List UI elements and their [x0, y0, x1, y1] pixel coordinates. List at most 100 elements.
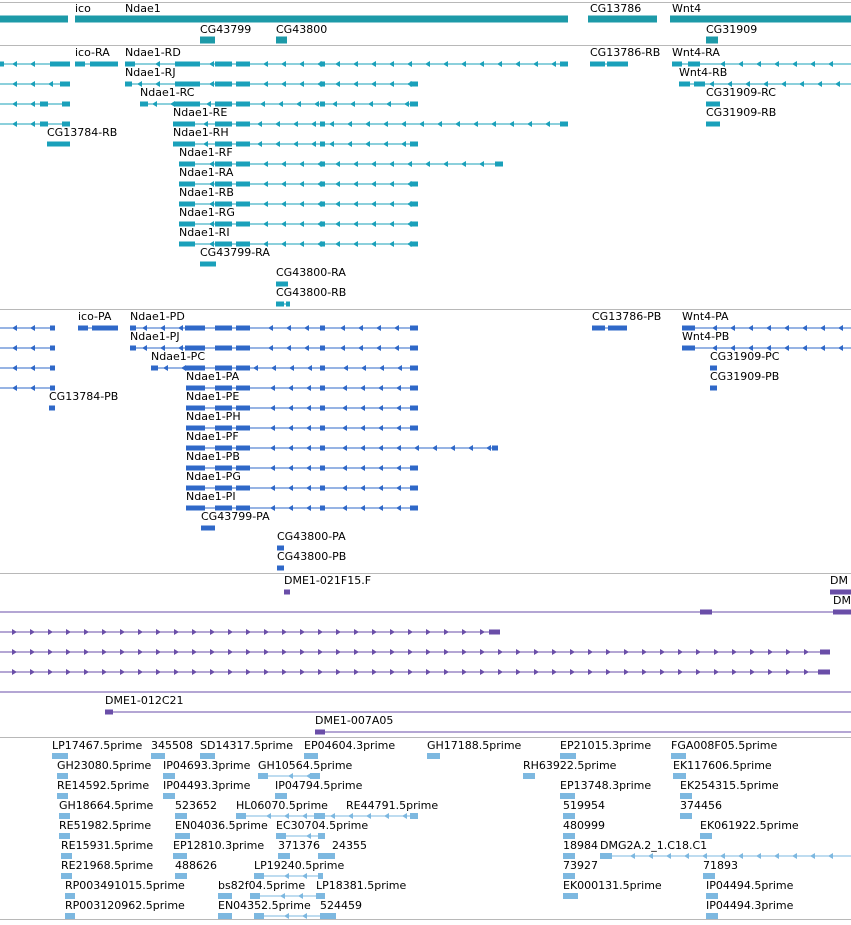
feature-label[interactable]: IP04794.5prime	[275, 779, 363, 792]
feature-exon[interactable]	[410, 813, 418, 819]
feature-exon[interactable]	[410, 81, 418, 87]
feature-label[interactable]: RP003491015.5prime	[65, 879, 185, 892]
feature-exon[interactable]	[316, 893, 325, 899]
feature-label[interactable]: CG43800	[276, 23, 327, 36]
feature-exon[interactable]	[215, 445, 232, 451]
feature-exon[interactable]	[706, 101, 720, 107]
feature-label[interactable]: EP21015.3prime	[560, 739, 651, 752]
feature-exon[interactable]	[236, 485, 250, 491]
feature-exon[interactable]	[215, 405, 232, 411]
feature-label[interactable]: RE15931.5prime	[61, 839, 153, 852]
feature-exon[interactable]	[830, 589, 851, 595]
feature-exon[interactable]	[215, 345, 232, 351]
feature-label[interactable]: DM	[830, 574, 848, 587]
feature-label[interactable]: 488626	[175, 859, 217, 872]
feature-label[interactable]: GH10564.5prime	[258, 759, 353, 772]
feature-exon[interactable]	[215, 161, 232, 167]
feature-exon[interactable]	[320, 181, 325, 187]
feature-label[interactable]: Wnt4-PA	[682, 310, 729, 323]
feature-exon[interactable]	[410, 201, 418, 207]
feature-exon[interactable]	[236, 405, 250, 411]
feature-exon[interactable]	[318, 873, 323, 879]
feature-exon[interactable]	[671, 753, 686, 759]
feature-exon[interactable]	[50, 325, 55, 331]
feature-label[interactable]: CG43800-PB	[277, 550, 346, 563]
feature-exon[interactable]	[236, 141, 250, 147]
feature-label[interactable]: CG31909-PC	[710, 350, 780, 363]
feature-exon[interactable]	[706, 913, 718, 919]
feature-exon[interactable]	[40, 101, 48, 107]
feature-exon[interactable]	[236, 345, 250, 351]
feature-label[interactable]: Ndae1-RG	[179, 206, 235, 219]
feature-label[interactable]: LP17467.5prime	[52, 739, 143, 752]
feature-exon[interactable]	[563, 893, 578, 899]
feature-exon[interactable]	[560, 121, 568, 127]
feature-exon[interactable]	[320, 201, 325, 207]
feature-exon[interactable]	[304, 753, 318, 759]
feature-label[interactable]: Ndae1-RE	[173, 106, 227, 119]
feature-exon[interactable]	[410, 325, 418, 331]
feature-exon[interactable]	[173, 121, 195, 127]
feature-exon[interactable]	[563, 853, 575, 859]
feature-exon[interactable]	[318, 833, 325, 839]
feature-label[interactable]: Ndae1-PH	[186, 410, 241, 423]
feature-exon[interactable]	[215, 181, 232, 187]
feature-exon[interactable]	[105, 709, 113, 715]
feature-exon[interactable]	[186, 445, 205, 451]
feature-label[interactable]: GH23080.5prime	[57, 759, 152, 772]
feature-label[interactable]: Ndae1-PJ	[130, 330, 180, 343]
feature-exon[interactable]	[679, 81, 690, 87]
feature-label[interactable]: IP04494.5prime	[706, 879, 794, 892]
feature-exon[interactable]	[236, 365, 250, 371]
feature-exon[interactable]	[495, 161, 503, 167]
feature-exon[interactable]	[818, 669, 830, 675]
feature-exon[interactable]	[254, 913, 264, 919]
feature-exon[interactable]	[215, 365, 232, 371]
feature-label[interactable]: CG43800-RB	[276, 286, 346, 299]
feature-exon[interactable]	[215, 201, 232, 207]
feature-exon[interactable]	[680, 813, 692, 819]
feature-label[interactable]: DM	[833, 594, 851, 607]
feature-label[interactable]: CG43799	[200, 23, 251, 36]
feature-exon[interactable]	[236, 101, 250, 107]
feature-exon[interactable]	[59, 833, 70, 839]
feature-label[interactable]: LP18381.5prime	[316, 879, 407, 892]
feature-label[interactable]: 71893	[703, 859, 738, 872]
feature-exon[interactable]	[673, 773, 686, 779]
feature-exon[interactable]	[215, 221, 232, 227]
feature-exon[interactable]	[215, 385, 232, 391]
feature-label[interactable]: EP04604.3prime	[304, 739, 395, 752]
feature-exon[interactable]	[236, 241, 250, 247]
feature-exon[interactable]	[75, 15, 568, 23]
feature-exon[interactable]	[680, 793, 692, 799]
feature-label[interactable]: ico-RA	[75, 46, 110, 59]
feature-exon[interactable]	[179, 241, 195, 247]
feature-exon[interactable]	[65, 913, 75, 919]
feature-exon[interactable]	[590, 61, 605, 67]
feature-exon[interactable]	[215, 325, 232, 331]
feature-exon[interactable]	[90, 61, 118, 67]
feature-exon[interactable]	[78, 325, 88, 331]
feature-label[interactable]: CG13784-RB	[47, 126, 117, 139]
feature-exon[interactable]	[49, 405, 55, 411]
feature-label[interactable]: Ndae1-RI	[179, 226, 230, 239]
feature-exon[interactable]	[276, 833, 286, 839]
feature-exon[interactable]	[700, 609, 712, 615]
feature-label[interactable]: CG43799-PA	[201, 510, 270, 523]
feature-label[interactable]: Ndae1-RF	[179, 146, 233, 159]
feature-label[interactable]: EP12810.3prime	[173, 839, 264, 852]
feature-exon[interactable]	[410, 405, 418, 411]
feature-label[interactable]: EK254315.5prime	[680, 779, 779, 792]
feature-exon[interactable]	[688, 61, 700, 67]
feature-exon[interactable]	[200, 36, 215, 44]
feature-exon[interactable]	[320, 445, 325, 451]
feature-label[interactable]: EK000131.5prime	[563, 879, 662, 892]
feature-exon[interactable]	[57, 773, 68, 779]
feature-exon[interactable]	[284, 589, 290, 595]
feature-exon[interactable]	[315, 729, 325, 735]
feature-label[interactable]: CG13786-RB	[590, 46, 660, 59]
feature-exon[interactable]	[320, 161, 325, 167]
feature-exon[interactable]	[236, 61, 250, 67]
feature-exon[interactable]	[130, 345, 136, 351]
feature-exon[interactable]	[163, 773, 175, 779]
